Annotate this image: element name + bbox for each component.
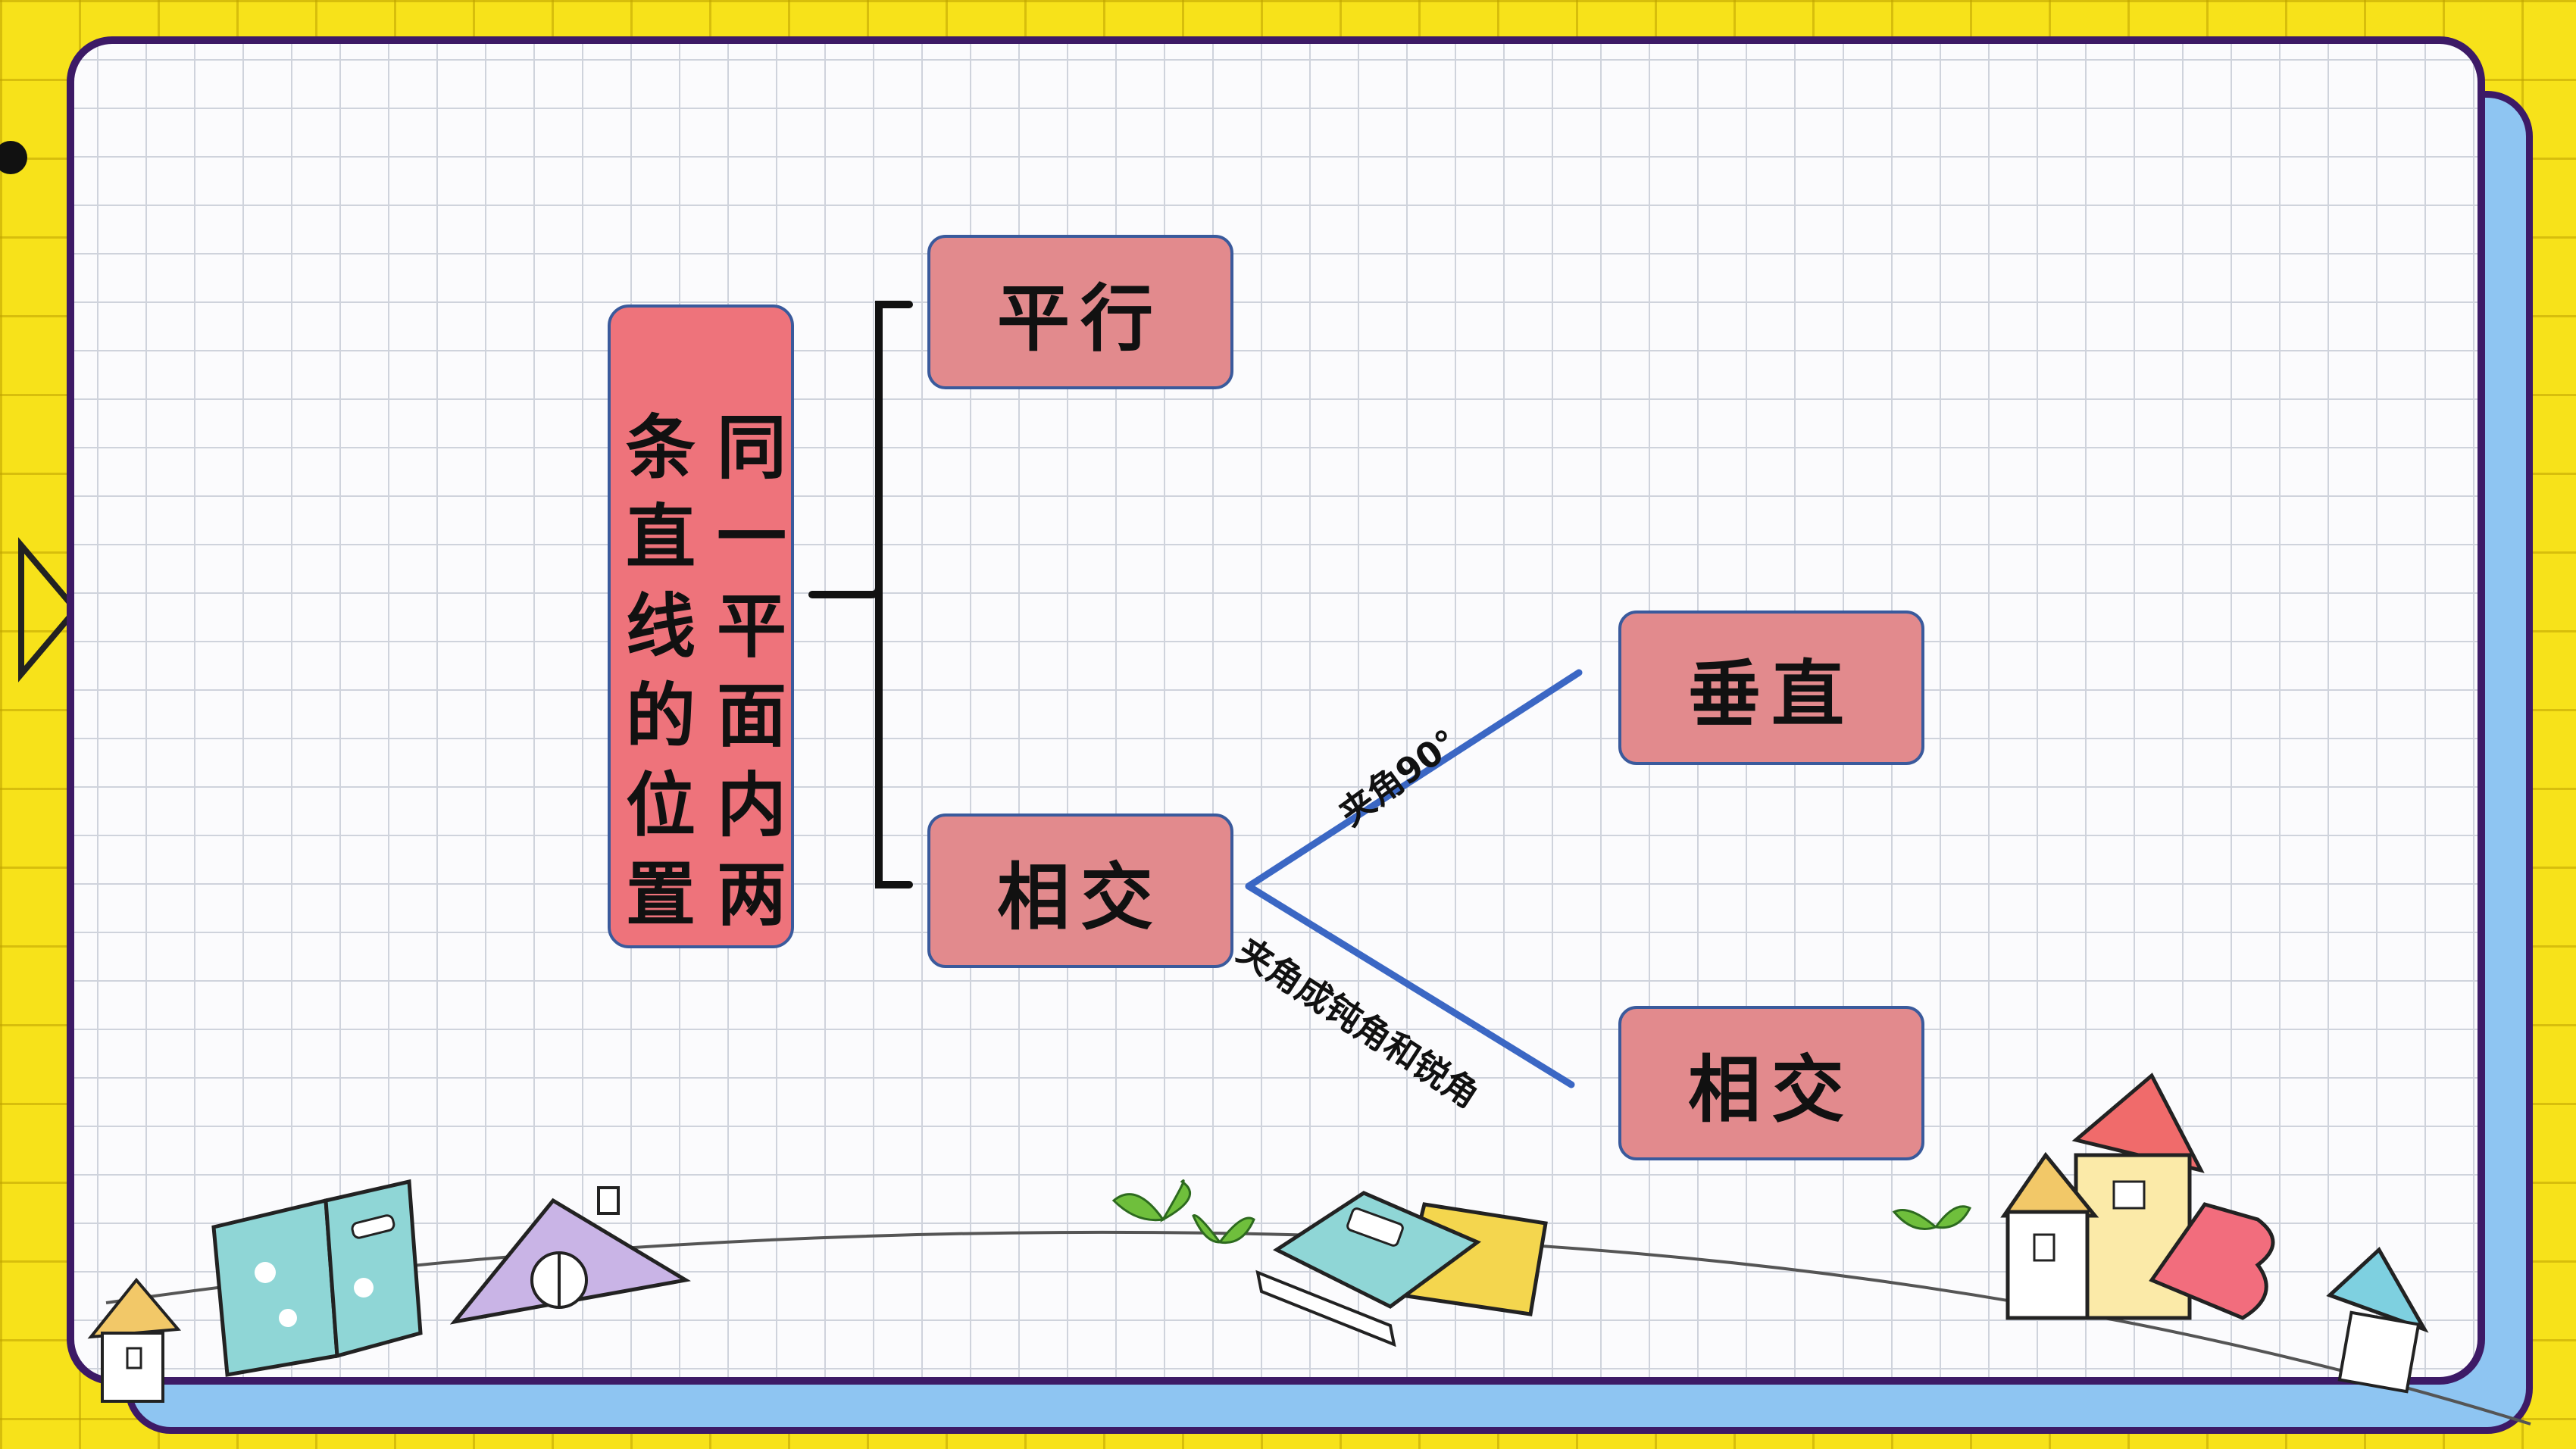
tent-illustration — [449, 1186, 691, 1325]
bracket-connector — [808, 301, 913, 888]
parallel-node: 平行 — [927, 235, 1233, 389]
books-illustration — [1255, 1191, 1548, 1348]
intersect-other-node: 相交 — [1618, 1006, 1924, 1160]
dot-icon — [0, 141, 27, 174]
ground-line — [105, 1230, 2531, 1426]
intersect-node: 相交 — [927, 814, 1233, 968]
root-node: 同一平面内两 条直线的位置 — [608, 304, 794, 948]
small-house-illustration — [87, 1277, 182, 1403]
open-book-illustration — [211, 1179, 423, 1377]
letter-b-illustration — [2149, 1202, 2275, 1320]
root-text-line-1: 同一平面内两 — [716, 407, 786, 935]
perpendicular-node: 垂直 — [1618, 611, 1924, 765]
houses-illustration — [2000, 1073, 2205, 1320]
play-triangle-icon — [18, 537, 80, 682]
left-edge-decoration — [0, 141, 80, 682]
right-house-illustration — [2326, 1247, 2429, 1394]
sprout-illustration — [1111, 1179, 1972, 1244]
root-text-line-2: 条直线的位置 — [625, 407, 696, 935]
branch-line-perpendicular — [1245, 669, 1583, 890]
branch-line-acute-obtuse — [1245, 882, 1575, 1088]
